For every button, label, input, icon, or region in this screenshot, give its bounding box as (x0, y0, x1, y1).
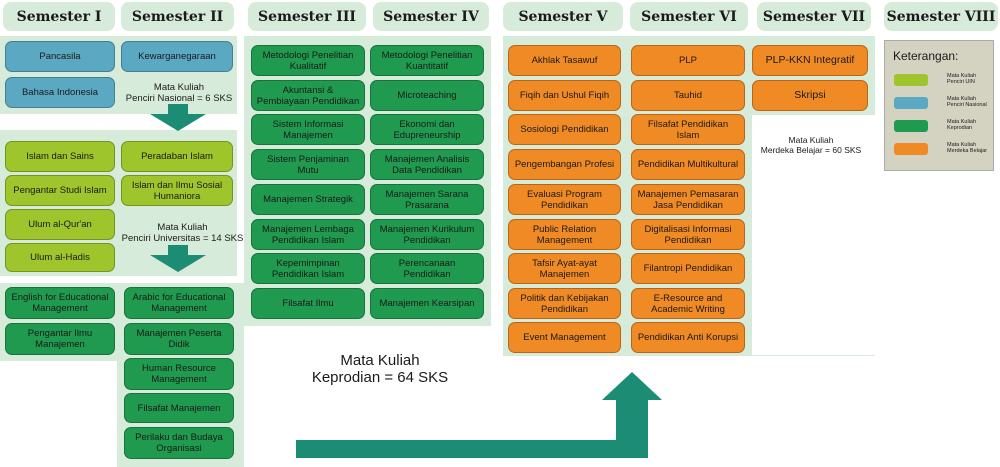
legend-label-penciri-uin-line2: Penciri UIN (947, 79, 975, 85)
course-perilaku-budaya-organisasi: Perilaku dan Budaya Organisasi (124, 427, 234, 459)
course-metpen-kuantitatif: Metodologi Penelitian Kuantitatif (370, 45, 484, 76)
course-pengembangan-profesi: Pengembangan Profesi (508, 149, 621, 180)
course-sistem-informasi-manajemen: Sistem Informasi Manajemen (251, 114, 365, 145)
legend-label-merdeka-belajar-line1: Mata Kuliah (947, 142, 977, 148)
course-perencanaan-pendidikan: Perencanaan Pendidikan (370, 253, 484, 284)
panel-merdeka-note (752, 115, 875, 355)
semester-header-3: Semester III (248, 2, 366, 31)
course-islam-dan-sains: Islam dan Sains (5, 141, 115, 172)
legend-label-penciri-uin: Mata Kuliah Penciri UIN (947, 73, 976, 85)
note-merdeka-belajar-line2: Merdeka Belajar = 60 SKS (760, 145, 862, 155)
course-pengantar-ilmu-manajemen: Pengantar Ilmu Manajemen (5, 323, 115, 355)
course-ulum-al-quran: Ulum al-Qur'an (5, 209, 115, 240)
course-manajemen-analisis-data: Manajemen Analisis Data Pendidikan (370, 149, 484, 180)
note-penciri-universitas-line2: Penciri Universitas = 14 SKS (121, 233, 244, 244)
up-arrow-icon (296, 372, 662, 458)
semester-header-1: Semester I (3, 2, 115, 31)
legend: Keterangan: Mata Kuliah Penciri UIN Mata… (884, 40, 994, 171)
legend-title: Keterangan: (893, 49, 959, 63)
course-public-relation: Public Relation Management (508, 219, 621, 250)
course-pancasila: Pancasila (5, 41, 115, 72)
semester-header-6: Semester VI (630, 2, 748, 31)
course-kepemimpinan: Kepemimpinan Pendidikan Islam (251, 253, 365, 284)
note-penciri-universitas-line1: Mata Kuliah (157, 222, 208, 233)
legend-swatch-penciri-uin (894, 74, 928, 86)
course-e-resource-writing: E-Resource and Academic Writing (631, 288, 745, 319)
note-merdeka-belajar-line1: Mata Kuliah (788, 135, 834, 145)
course-arabic-edu-mgmt: Arabic for Educational Management (124, 287, 234, 319)
course-filsafat-pendidikan-islam: Filsafat Pendidikan Islam (631, 114, 745, 145)
course-peradaban-islam: Peradaban Islam (121, 141, 233, 172)
course-manajemen-kearsipan: Manajemen Kearsipan (370, 288, 484, 319)
course-plp: PLP (631, 45, 745, 76)
note-keprodian: Mata Kuliah Keprodian = 64 SKS (290, 352, 470, 386)
course-sosiologi-pendidikan: Sosiologi Pendidikan (508, 114, 621, 145)
note-merdeka-belajar: Mata Kuliah Merdeka Belajar = 60 SKS (752, 135, 870, 155)
legend-label-penciri-nasional-line2: Penciri Nasional (947, 102, 987, 108)
note-keprodian-line2: Keprodian = 64 SKS (311, 369, 449, 386)
course-manajemen-kurikulum: Manajemen Kurikulum Pendidikan (370, 219, 484, 250)
course-sistem-penjaminan-mutu: Sistem Penjaminan Mutu (251, 149, 365, 180)
course-islam-ilmu-sosial: Islam dan Ilmu Sosial Humaniora (121, 175, 233, 206)
course-pendidikan-anti-korupsi: Pendidikan Anti Korupsi (631, 322, 745, 353)
semester-header-2: Semester II (121, 2, 234, 31)
course-evaluasi-program: Evaluasi Program Pendidikan (508, 184, 621, 215)
course-pengantar-studi-islam: Pengantar Studi Islam (5, 175, 115, 206)
course-bahasa-indonesia: Bahasa Indonesia (5, 77, 115, 108)
legend-swatch-keprodian (894, 120, 928, 132)
note-penciri-universitas: Mata Kuliah Penciri Universitas = 14 SKS (120, 222, 245, 244)
legend-label-penciri-nasional-line1: Mata Kuliah (947, 96, 977, 102)
course-human-resource-management: Human Resource Management (124, 358, 234, 390)
course-manajemen-strategik: Manajemen Strategik (251, 184, 365, 215)
note-penciri-nasional-line1: Mata Kuliah (153, 82, 205, 93)
course-ekonomi-edupreneurship: Ekonomi dan Edupreneurship (370, 114, 484, 145)
legend-swatch-penciri-nasional (894, 97, 928, 109)
semester-header-7: Semester VII (757, 2, 871, 31)
note-penciri-nasional: Mata Kuliah Penciri Nasional = 6 SKS (120, 82, 238, 104)
semester-header-8: Semester VIII (884, 2, 998, 31)
legend-label-keprodian: Mata Kuliah Keprodian (947, 119, 976, 131)
legend-label-penciri-nasional: Mata Kuliah Penciri Nasional (947, 96, 987, 108)
legend-label-merdeka-belajar: Mata Kuliah Merdeka Belajar (947, 142, 987, 154)
legend-label-keprodian-line1: Mata Kuliah (947, 119, 977, 125)
semester-header-5: Semester V (503, 2, 623, 31)
course-akuntansi-pembiayaan: Akuntansi & Pembiayaan Pendidikan (251, 80, 365, 111)
course-akhlak-tasawuf: Akhlak Tasawuf (508, 45, 621, 76)
course-plp-kkn-integratif: PLP-KKN Integratif (752, 45, 868, 76)
course-kewarganegaraan: Kewarganegaraan (121, 41, 233, 72)
legend-label-merdeka-belajar-line2: Merdeka Belajar (947, 148, 988, 154)
course-tauhid: Tauhid (631, 80, 745, 111)
course-microteaching: Microteaching (370, 80, 484, 111)
course-pendidikan-multikultural: Pendidikan Multikultural (631, 149, 745, 180)
legend-label-keprodian-line2: Keprodian (947, 125, 973, 131)
course-fiqih-ushul-fiqih: Fiqih dan Ushul Fiqih (508, 80, 621, 111)
course-manajemen-pemasaran: Manajemen Pemasaran Jasa Pendidikan (631, 184, 745, 215)
course-skripsi: Skripsi (752, 80, 868, 111)
course-manajemen-lembaga: Manajemen Lembaga Pendidikan Islam (251, 219, 365, 250)
semester-header-4: Semester IV (373, 2, 489, 31)
note-keprodian-line1: Mata Kuliah (340, 352, 420, 369)
legend-label-penciri-uin-line1: Mata Kuliah (947, 73, 977, 79)
course-manajemen-sarana-prasarana: Manajemen Sarana Prasarana (370, 184, 484, 215)
course-filsafat-ilmu: Filsafat Ilmu (251, 288, 365, 319)
course-tafsir-ayat: Tafsir Ayat-ayat Manajemen (508, 253, 621, 284)
note-penciri-nasional-line2: Penciri Nasional = 6 SKS (125, 93, 233, 104)
course-filsafat-manajemen: Filsafat Manajemen (124, 393, 234, 423)
down-arrow-icon (150, 104, 206, 131)
down-arrow-icon (150, 245, 206, 272)
course-digitalisasi-informasi: Digitalisasi Informasi Pendidikan (631, 219, 745, 250)
course-manajemen-peserta-didik: Manajemen Peserta Didik (124, 323, 234, 355)
course-politik-kebijakan: Politik dan Kebijakan Pendidikan (508, 288, 621, 319)
course-event-management: Event Management (508, 322, 621, 353)
course-english-edu-mgmt: English for Educational Management (5, 287, 115, 319)
course-metpen-kualitatif: Metodologi Penelitian Kualitatif (251, 45, 365, 76)
course-filantropi-pendidikan: Filantropi Pendidikan (631, 253, 745, 284)
legend-swatch-merdeka-belajar (894, 143, 928, 155)
course-ulum-al-hadis: Ulum al-Hadis (5, 243, 115, 272)
